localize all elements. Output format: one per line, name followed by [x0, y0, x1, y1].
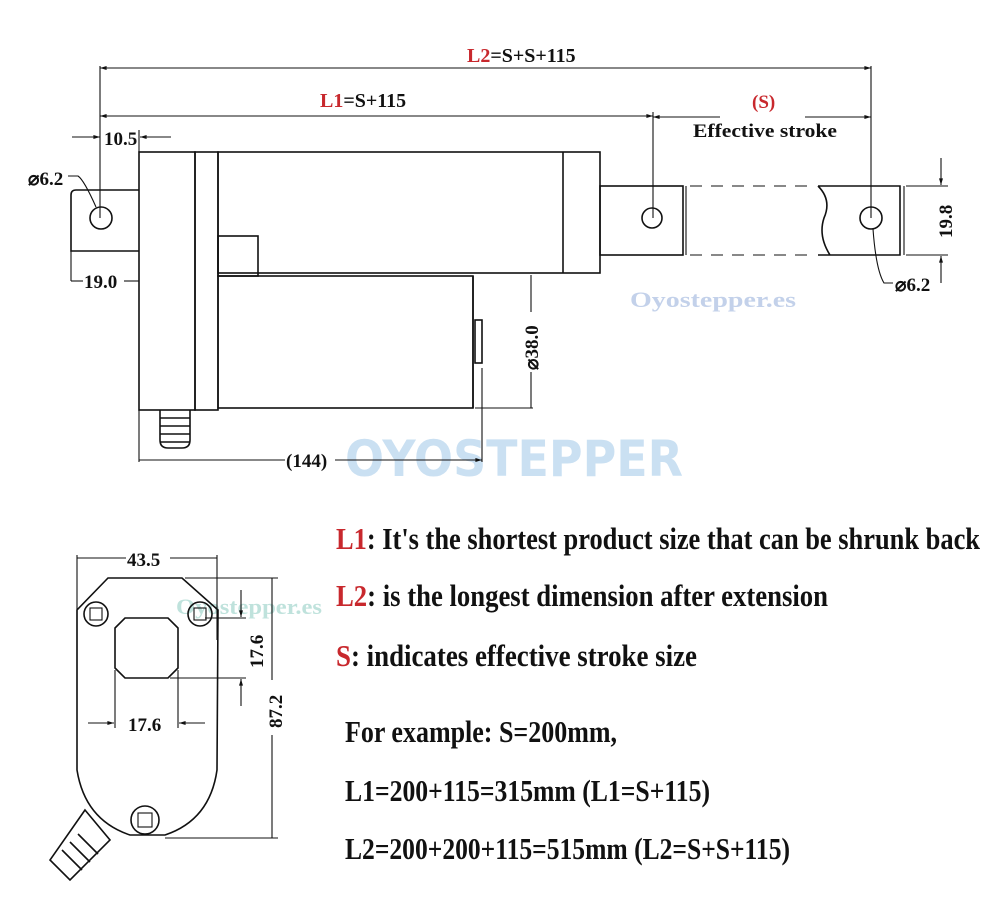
- note-l1-text: : It's the shortest product size that ca…: [367, 521, 981, 556]
- dim-19-0-text: 19.0: [84, 272, 117, 293]
- stroke-label: Effective stroke: [693, 121, 837, 142]
- end-height-text: 87.2: [266, 695, 287, 728]
- actuator-end-view: 43.5 17.6 17.6 87.2: [48, 550, 287, 882]
- end-square-height-text: 17.6: [247, 635, 268, 668]
- brand-watermark: OYOSTEPPER: [345, 430, 683, 488]
- end-width-text: 43.5: [127, 550, 160, 571]
- dim-left-hole-text: ⌀6.2: [28, 169, 63, 190]
- note-l1: L1: It's the shortest product size that …: [336, 521, 981, 556]
- l2-label-key: L2: [467, 45, 490, 67]
- svg-text:L1=S+115: L1=S+115: [320, 90, 406, 112]
- l2-dimension: L2=S+S+115: [100, 45, 871, 70]
- dim-38-0-text: ⌀38.0: [522, 325, 543, 370]
- note-l2-key: L2: [336, 578, 367, 613]
- note-l1-key: L1: [336, 521, 367, 556]
- l2-label-formula: =S+S+115: [490, 45, 575, 67]
- stroke-dimension: (S) Effective stroke: [653, 92, 871, 142]
- svg-text:L2=S+S+115: L2=S+S+115: [467, 45, 576, 67]
- note-l2: L2: is the longest dimension after exten…: [336, 578, 828, 613]
- l1-label-formula: =S+115: [343, 90, 406, 112]
- l1-label-key: L1: [320, 90, 343, 112]
- actuator-side-view: [70, 151, 905, 449]
- example-line-1: For example: S=200mm,: [345, 714, 617, 749]
- stroke-symbol: (S): [752, 92, 775, 113]
- l1-dimension: L1=S+115: [100, 90, 653, 118]
- dim-right-hole-text: ⌀6.2: [895, 275, 930, 296]
- site-watermark: Oyostepper.es: [630, 287, 797, 312]
- note-l2-text: : is the longest dimension after extensi…: [367, 578, 828, 613]
- dim-10-5: 10.5: [72, 129, 171, 152]
- dim-10-5-text: 10.5: [104, 129, 137, 150]
- example-line-2: L1=200+115=315mm (L1=S+115): [345, 773, 710, 808]
- example-line-3: L2=200+200+115=515mm (L2=S+S+115): [345, 831, 790, 866]
- note-s-text: : indicates effective stroke size: [351, 638, 697, 673]
- note-s-key: S: [336, 638, 351, 673]
- site-watermark-small: Oyostepper.es: [176, 594, 322, 619]
- legend-notes: L1: It's the shortest product size that …: [336, 521, 981, 866]
- dim-19-8-text: 19.8: [936, 205, 957, 238]
- note-s: S: indicates effective stroke size: [336, 638, 697, 673]
- end-square-width-text: 17.6: [128, 715, 161, 736]
- dim-144-text: (144): [286, 451, 327, 472]
